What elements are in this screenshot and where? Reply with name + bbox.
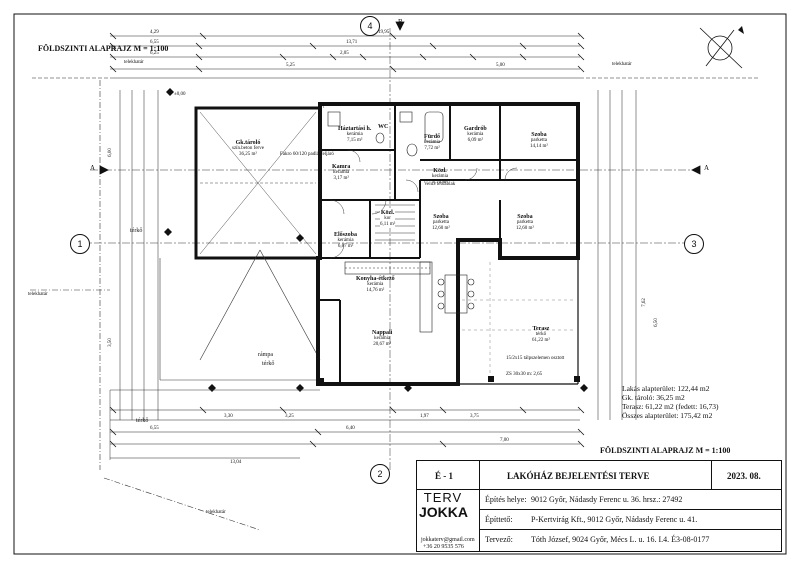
dim-left-a: 6,00	[107, 148, 113, 157]
dim-top-e: 2,05	[340, 51, 349, 56]
axis-marker-bottom: 2	[370, 464, 390, 484]
level-mark: ±0,00	[174, 92, 186, 97]
contact-email: jokkaterv@gmail.com	[421, 537, 475, 543]
dim-top-total: 19,95	[378, 30, 390, 35]
sheet-date: 2023. 08.	[727, 471, 761, 481]
designer-label: Tervező:	[485, 535, 513, 544]
axis-marker-left: 1	[70, 234, 90, 254]
attic-hatch-note: Fakro 60/120 padlásfeljáró	[280, 152, 334, 157]
builder-label: Építtető:	[485, 515, 513, 524]
jokka-logo: TERV JOKKA	[419, 490, 469, 535]
summary-line-3: Terasz: 61,22 m2 (fedett: 16,73)	[622, 402, 719, 411]
logo-text-top: TERV	[423, 490, 463, 505]
dim-top-b: 6,55	[150, 40, 159, 45]
dim-top-c: 13,71	[346, 40, 358, 45]
dim-top-f: 5,25	[286, 63, 295, 68]
builder-value: P-Kertvirág Kft., 9012 Győr, Nádasdy Fer…	[531, 515, 698, 524]
summary-line-2: Gk. tároló: 36,25 m2	[622, 393, 685, 402]
dim-right-a: 7,62	[641, 298, 647, 307]
dim-top-g: 5,00	[496, 63, 505, 68]
telekhatar-label-3: telekhatár	[28, 292, 48, 297]
site-label: Építés helye:	[485, 495, 527, 504]
dim-left-b: 3,50	[107, 338, 113, 347]
section-b-label: B	[398, 18, 403, 26]
dim-bottom-c: 7,00	[500, 438, 509, 443]
ramp-label: rámpa	[258, 352, 273, 358]
logo-text-bottom: JOKKA	[419, 504, 469, 520]
dim-bottom-g: 3,75	[470, 414, 479, 419]
telekhatar-label-1: telekhatár	[124, 60, 144, 65]
paving-label-2: térkő	[136, 418, 149, 424]
site-value: 9012 Győr, Nádasdy Ferenc u. 36. hrsz.: …	[531, 495, 683, 504]
dim-top-a: 4,29	[150, 30, 159, 35]
section-a-left-label: A	[90, 164, 96, 172]
room-wc: WC	[378, 124, 389, 130]
ramp-surface-label: térkő	[262, 361, 275, 367]
title-block: É - 1 LAKÓHÁZ BEJELENTÉSI TERVE 2023. 08…	[416, 460, 782, 552]
plan-title-top: FÖLDSZINTI ALAPRAJZ M = 1:100	[38, 44, 169, 53]
dim-bottom-b: 6,40	[346, 426, 355, 431]
dim-right-b: 6,50	[653, 318, 659, 327]
dim-bottom-a: 6,55	[150, 426, 159, 431]
axis-marker-top: 4	[360, 16, 380, 36]
sheet-number: É - 1	[435, 471, 453, 481]
zs-note: ZS 30x30 m: 2,65	[506, 372, 543, 377]
contact-phone: +36 20 9535 576	[423, 544, 464, 550]
paving-label-1: térkő	[130, 228, 143, 234]
dim-bottom-total: 13,04	[230, 460, 242, 465]
dim-bottom-d: 3,30	[224, 414, 233, 419]
designer-value: Tóth József, 9024 Győr, Mécs L. u. 16. I…	[531, 535, 710, 544]
dim-bottom-f: 1,97	[420, 414, 429, 419]
axis-marker-right: 3	[684, 234, 704, 254]
area-summary: Lakás alapterület: 122,44 m2 Gk. tároló:…	[622, 384, 719, 420]
plan-title-bottom: FÖLDSZINTI ALAPRAJZ M = 1:100	[600, 446, 731, 455]
telekhatar-label-2: telekhatár	[612, 62, 632, 67]
column-note: 15/2x15 tálpszelemen osztott	[506, 356, 565, 361]
summary-line-4: Összes alapterület: 175,42 m2	[622, 411, 713, 420]
section-a-right-label: A	[704, 164, 710, 172]
summary-line-1: Lakás alapterület: 122,44 m2	[622, 384, 710, 393]
sheet-title: LAKÓHÁZ BEJELENTÉSI TERVE	[507, 471, 650, 481]
dim-top-d: 6,25	[150, 51, 159, 56]
dim-bottom-e: 3,25	[285, 414, 294, 419]
telekhatar-label-4: telekhatár	[206, 510, 226, 515]
velux-note: Velux tetőablak	[424, 182, 456, 187]
